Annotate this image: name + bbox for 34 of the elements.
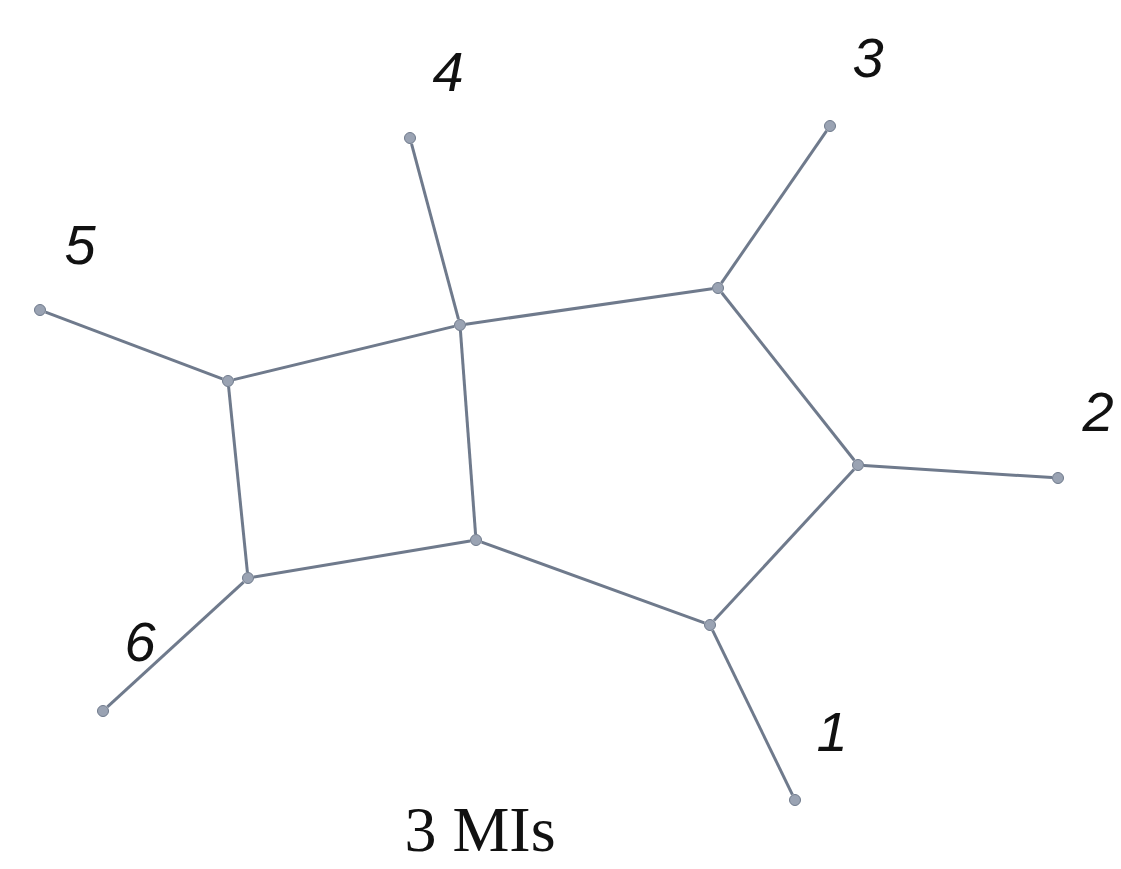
edge-line: [227, 386, 249, 573]
graph-vertex: [704, 619, 716, 631]
edge-line: [720, 291, 856, 462]
graph-vertex: [34, 304, 46, 316]
edge-line: [410, 143, 460, 320]
caption: 3 MIs: [404, 798, 556, 862]
edge-line: [720, 130, 828, 284]
graph-vertex: [454, 319, 466, 331]
vertex-number: 3: [852, 30, 884, 86]
graph-vertex: [404, 132, 416, 144]
edge-line: [863, 463, 1053, 480]
graph-vertex: [824, 120, 836, 132]
graph-vertex: [242, 572, 254, 584]
graph-vertex: [1052, 472, 1064, 484]
graph-vertex: [789, 794, 801, 806]
graph-vertex: [97, 705, 109, 717]
graph-vertex: [852, 459, 864, 471]
edge-line: [711, 629, 794, 796]
edge-line: [465, 287, 713, 326]
vertex-number: 2: [1082, 384, 1114, 440]
edge-line: [712, 468, 856, 622]
vertex-number: 5: [64, 217, 96, 273]
edge-line: [481, 540, 705, 625]
edge-line: [233, 324, 455, 382]
vertex-number: 6: [124, 614, 156, 670]
edge-line: [253, 539, 471, 579]
graph-vertex: [712, 282, 724, 294]
vertex-number: 1: [816, 704, 848, 760]
edge-line: [45, 310, 223, 381]
graph-vertex: [222, 375, 234, 387]
edge-line: [106, 580, 245, 709]
edge-line: [458, 330, 478, 535]
vertex-number: 4: [432, 44, 464, 100]
graph-vertex: [470, 534, 482, 546]
